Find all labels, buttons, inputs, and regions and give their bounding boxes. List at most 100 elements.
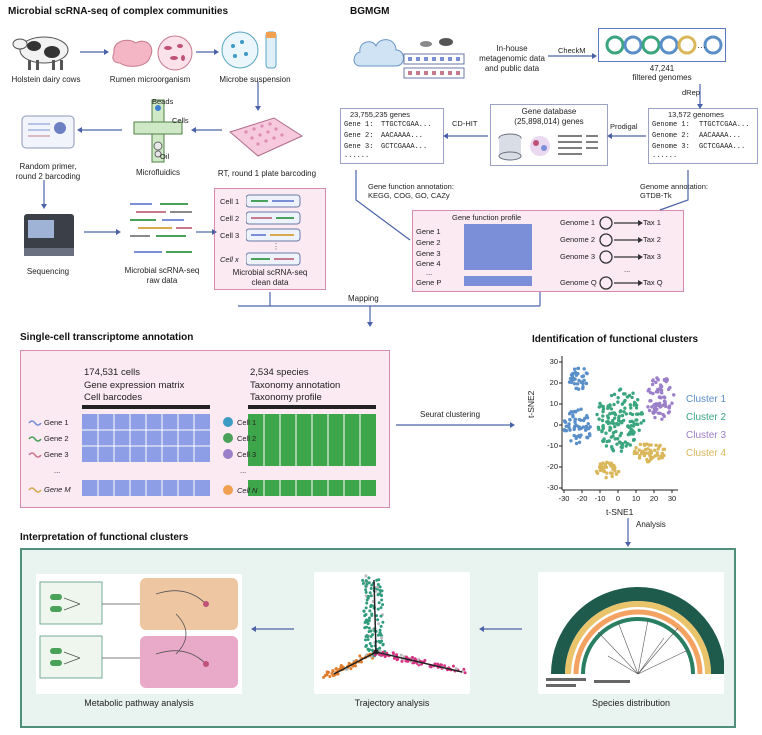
tsne-point	[601, 469, 606, 473]
tsne-point	[608, 428, 612, 432]
trajectory-point	[366, 634, 370, 638]
trajectory-point	[368, 641, 372, 645]
tsne-point	[613, 437, 617, 441]
profile-gene-2: Gene 2	[416, 238, 441, 247]
tsne-xtick: -30	[558, 494, 570, 503]
clean-cell-x: Cell x	[220, 255, 239, 264]
tsne-point	[621, 418, 626, 423]
trajectory-point	[376, 607, 380, 611]
trajectory-point	[463, 671, 467, 675]
profile-gene-p: Gene P	[416, 278, 442, 287]
trajectory-point	[391, 652, 395, 656]
trajectory-point	[367, 626, 371, 630]
tsne-points	[562, 366, 676, 480]
genome-1-name: Genome 1:	[652, 121, 690, 129]
tsne-ytick: -30	[547, 483, 558, 492]
trajectory-point	[369, 629, 373, 633]
tsne-point	[631, 438, 636, 442]
tsne-ytick: -10	[547, 441, 558, 450]
tax-annot-label: Taxonomy annotation	[250, 380, 341, 391]
trajectory-point	[436, 662, 440, 666]
cluster-3-label: Cluster 3	[686, 430, 727, 441]
tsne-point	[608, 412, 612, 416]
gem-matrix	[82, 414, 210, 496]
trajectory-point	[364, 606, 368, 610]
tsne-point	[617, 388, 622, 392]
tsne-point	[619, 449, 624, 453]
tsne-point	[604, 444, 609, 448]
tsne-point	[622, 400, 626, 404]
tsne-point	[648, 391, 653, 395]
clean-cell-2: Cell 2	[220, 214, 240, 223]
tsne-point	[647, 459, 651, 463]
tsne-point	[572, 381, 577, 386]
genome-tax-arrows	[599, 216, 643, 290]
trajectory-point	[361, 578, 365, 582]
tsne-point	[629, 406, 633, 410]
tsne-point	[609, 393, 614, 398]
trajectory-point	[377, 639, 381, 643]
trajectory-point	[433, 662, 437, 666]
tsne-point	[568, 417, 572, 422]
gene-3-name: Gene 3:	[344, 143, 374, 151]
trajectory-point	[400, 659, 404, 663]
genome-rings: …	[605, 35, 723, 55]
species-label: Species distribution	[591, 698, 671, 708]
trajectory-point	[375, 578, 379, 582]
trajectory-point	[364, 584, 368, 588]
analysis-arrow	[625, 518, 631, 547]
trajectory-point	[381, 643, 385, 647]
tsne-ytick: 10	[549, 399, 558, 408]
tsne-point	[608, 425, 612, 430]
trajectory-point	[376, 618, 380, 622]
trajectory-point	[378, 649, 382, 653]
trajectory-point	[379, 606, 383, 610]
tax-profile-label: Taxonomy profile	[250, 392, 322, 403]
annot-gene-m: Gene M	[44, 485, 71, 494]
tsne-point	[657, 387, 662, 391]
tsne-point	[569, 439, 573, 443]
tsne-point	[604, 465, 609, 469]
tsne-point	[584, 371, 589, 375]
annot-cell-n: Cell N	[237, 486, 258, 495]
tsne-point	[612, 416, 617, 420]
trajectory-point	[325, 673, 329, 677]
tsne-point	[660, 417, 664, 421]
trajectory-point	[429, 665, 433, 669]
tsne-point	[599, 463, 604, 467]
annot-cell-2: Cell 2	[237, 434, 257, 443]
tsne-point	[627, 431, 632, 436]
tsne-point	[571, 415, 575, 419]
tsne-point	[585, 436, 590, 440]
tax-3: Tax 3	[643, 252, 661, 261]
tsne-point	[646, 447, 650, 451]
tsne-point	[601, 414, 605, 418]
tsne-point	[659, 391, 664, 395]
tsne-point	[622, 410, 626, 414]
trajectory-point	[451, 664, 455, 668]
tsne-point	[660, 456, 664, 460]
trajectory-point	[380, 636, 384, 640]
tsne-point	[630, 412, 635, 417]
plate-icon	[228, 117, 304, 157]
trajectory-point	[376, 583, 380, 587]
trajectory-point	[365, 598, 369, 602]
trajectory-point	[349, 667, 353, 671]
trajectory-point	[462, 667, 466, 671]
gene-dots: ......	[344, 152, 370, 160]
tsne-point	[628, 443, 633, 447]
tax-matrix	[248, 414, 376, 496]
tsne-point	[651, 379, 655, 383]
tsne-point	[613, 424, 617, 429]
tsne-point	[610, 418, 615, 423]
tsne-xtick: 20	[649, 494, 659, 503]
cell-icons	[223, 417, 233, 495]
tsne-point	[623, 440, 628, 444]
tsne-xtick: -20	[576, 494, 588, 503]
tsne-point	[562, 419, 567, 423]
tsne-point	[662, 377, 667, 382]
section-title-scrnaseq: Microbial scRNA-seq of complex communiti…	[8, 6, 229, 17]
tsne-plot	[559, 356, 678, 493]
svg-text:…: …	[697, 40, 706, 50]
tsne-point	[600, 418, 605, 423]
